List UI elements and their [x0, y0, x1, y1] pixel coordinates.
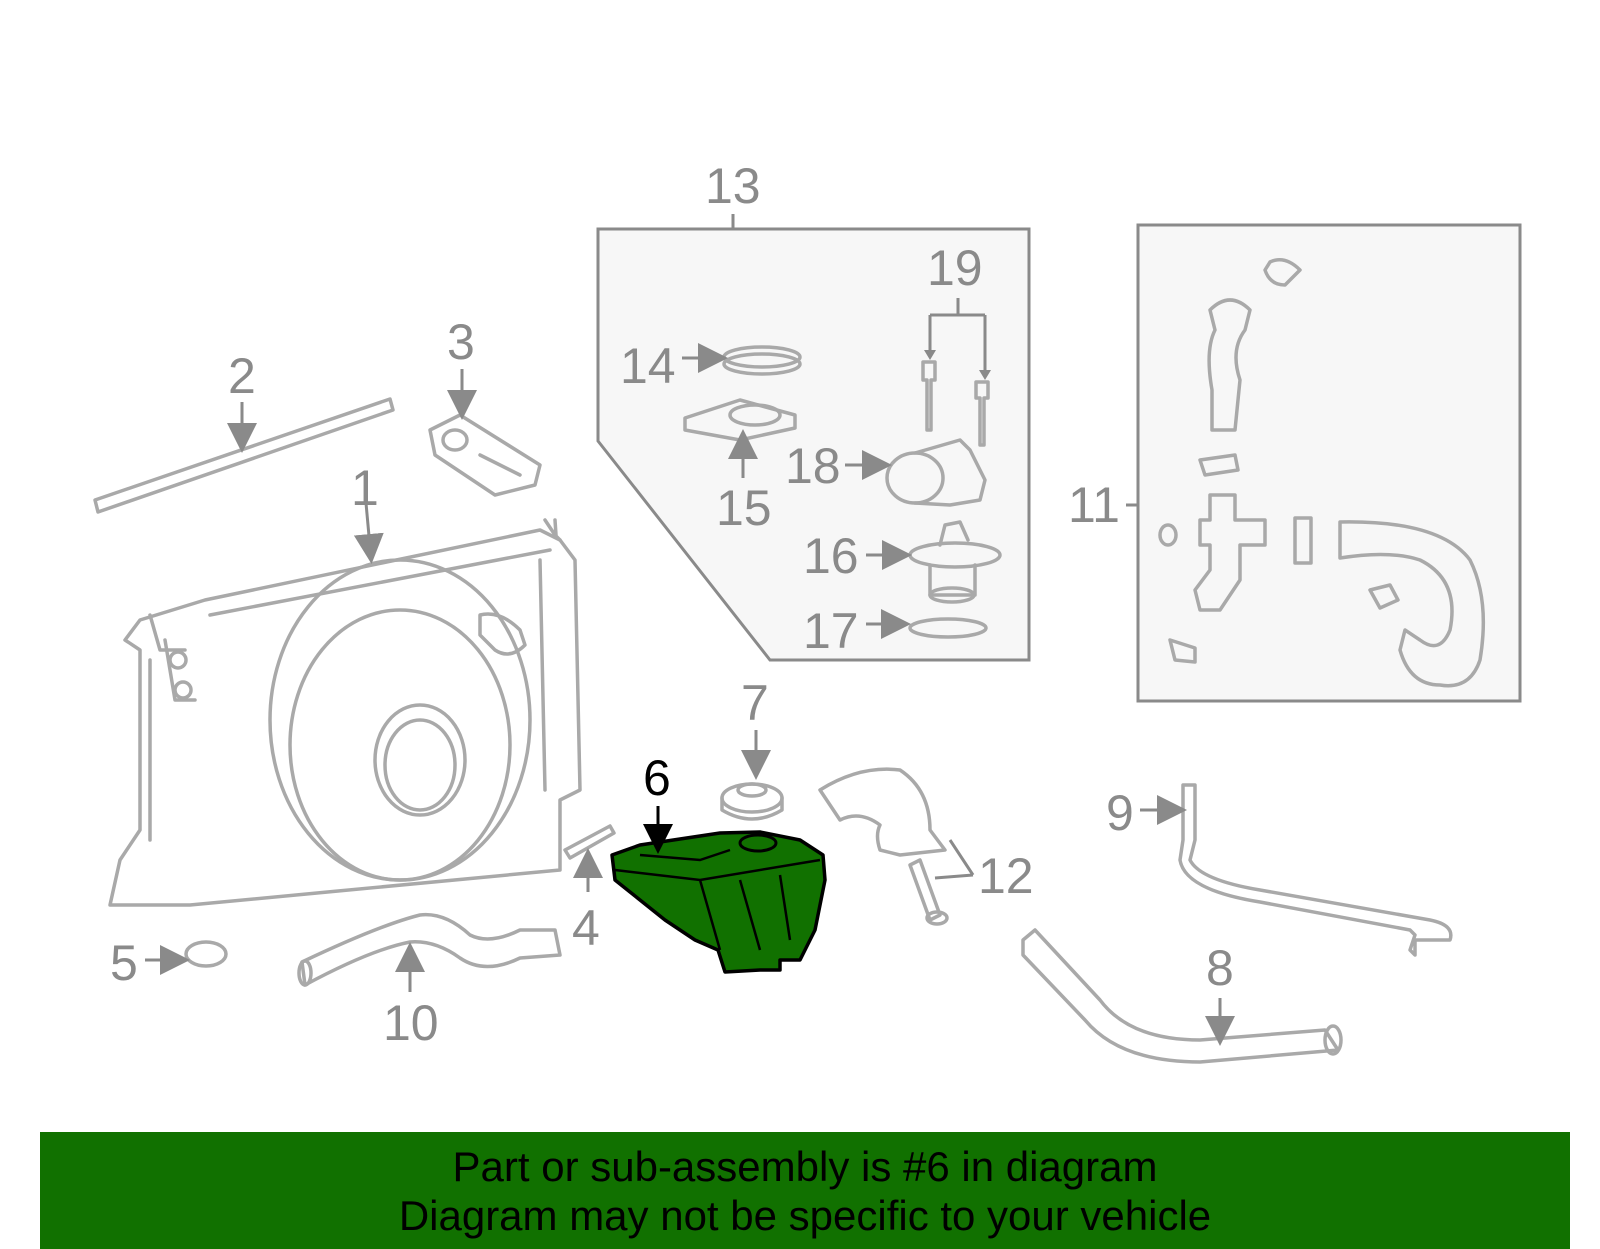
callout-13: 13 [705, 158, 761, 214]
callout-4: 4 [572, 900, 600, 956]
callout-2: 2 [228, 348, 256, 404]
callout-7: 7 [741, 675, 769, 731]
callout-3: 3 [447, 314, 475, 370]
part-info-banner: Part or sub-assembly is #6 in diagram Di… [40, 1132, 1570, 1249]
thermostat-group-box [596, 214, 1031, 662]
lower-hose-part [1021, 928, 1343, 1064]
callout-8: 8 [1206, 940, 1234, 996]
callout-12: 12 [978, 848, 1034, 904]
callout-11: 11 [1068, 477, 1120, 533]
air-deflector-strip-part [93, 397, 395, 514]
callout-15: 15 [716, 480, 772, 536]
thermostat-part [908, 520, 1002, 604]
radiator-bracket-part [428, 413, 542, 497]
bolts-part [921, 360, 990, 447]
pin-part [563, 824, 616, 860]
callout-5: 5 [110, 935, 138, 991]
callout-18: 18 [785, 438, 841, 494]
coolant-reservoir-part [610, 830, 827, 974]
banner-line-1: Part or sub-assembly is #6 in diagram [452, 1143, 1158, 1190]
callout-1: 1 [351, 460, 379, 516]
bracket-and-bolt-part [818, 767, 949, 926]
callout-17: 17 [803, 603, 859, 659]
banner-line-2: Diagram may not be specific to your vehi… [398, 1192, 1212, 1239]
bypass-tube-part [1178, 783, 1453, 957]
gasket-part [683, 398, 797, 442]
callout-6: 6 [643, 750, 671, 806]
callout-10: 10 [383, 995, 439, 1051]
radiator-part [108, 518, 582, 907]
callout-19: 19 [927, 240, 983, 296]
callout-16: 16 [803, 528, 859, 584]
callout-9: 9 [1106, 785, 1134, 841]
leader-lines [145, 298, 1235, 1046]
callout-labels: 1 2 3 4 5 6 7 8 9 10 11 12 13 14 15 16 1… [110, 158, 1234, 1051]
upper-hose-part [297, 912, 562, 987]
reservoir-cap-part [720, 782, 784, 821]
hose-group-box [1126, 223, 1522, 703]
o-ring-part [184, 940, 228, 968]
callout-14: 14 [620, 338, 676, 394]
hose-group-parts [1158, 258, 1486, 688]
